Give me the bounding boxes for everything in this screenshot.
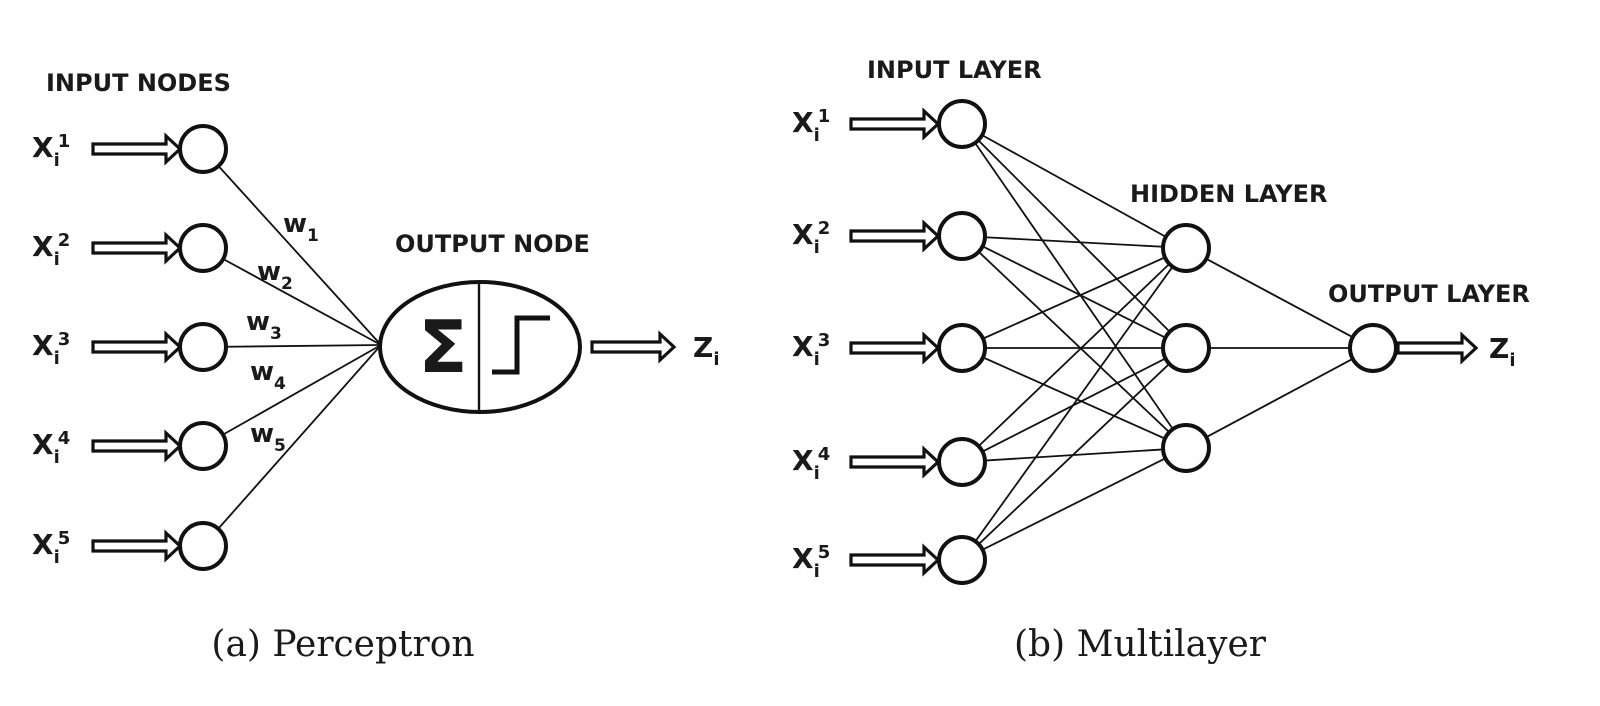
summation-icon: Σ bbox=[418, 305, 467, 389]
perceptron-input-node bbox=[178, 322, 228, 372]
arrow-right-icon bbox=[91, 132, 183, 166]
perceptron-input-label: Xi5 bbox=[32, 528, 70, 568]
input-layer-title: INPUT LAYER bbox=[867, 56, 1042, 84]
perceptron-input-label: Xi3 bbox=[32, 329, 70, 369]
perceptron-input-label: Xi2 bbox=[32, 230, 70, 270]
arrow-right-icon bbox=[849, 445, 941, 479]
multilayer-input-label: Xi5 bbox=[792, 542, 830, 582]
multilayer-diagram: INPUT LAYER HIDDEN LAYER OUTPUT LAYER Xi… bbox=[792, 56, 1530, 665]
arrow-right-icon bbox=[590, 330, 677, 364]
input-layer-node bbox=[937, 323, 987, 373]
multilayer-edges bbox=[974, 134, 1354, 551]
connection-edge bbox=[978, 263, 1170, 447]
connection-edge bbox=[978, 251, 1170, 433]
perceptron-weight-edges bbox=[217, 165, 382, 530]
connection-edge bbox=[978, 363, 1170, 545]
output-node: Σ bbox=[378, 280, 582, 414]
perceptron-input-node bbox=[178, 124, 228, 174]
perceptron-output-label: Zi bbox=[693, 331, 719, 370]
hidden-layer-node bbox=[1161, 323, 1211, 373]
arrow-right-icon bbox=[849, 331, 941, 365]
hidden-layer-title: HIDDEN LAYER bbox=[1130, 180, 1328, 208]
hidden-layer-node bbox=[1161, 423, 1211, 473]
connection-edge bbox=[1205, 358, 1354, 438]
perceptron-input-node bbox=[178, 421, 228, 471]
hidden-layer-node bbox=[1161, 223, 1211, 273]
multilayer-output-arrow-icon bbox=[1396, 331, 1479, 365]
connection-edge bbox=[974, 142, 1174, 430]
connection-edge bbox=[977, 139, 1171, 333]
input-layer-node bbox=[937, 437, 987, 487]
input-layer-node bbox=[937, 99, 987, 149]
multilayer-input-label: Xi4 bbox=[792, 444, 830, 484]
connection-edge bbox=[974, 266, 1174, 542]
connection-edge bbox=[982, 457, 1166, 551]
output-node-title: OUTPUT NODE bbox=[395, 230, 590, 258]
multilayer-input-label: Xi2 bbox=[792, 218, 830, 258]
input-layer-node bbox=[937, 211, 987, 261]
multilayer-caption: (b) Multilayer bbox=[1014, 624, 1267, 665]
arrow-right-icon bbox=[849, 107, 941, 141]
perceptron-caption: (a) Perceptron bbox=[211, 624, 474, 665]
perceptron-input-node bbox=[178, 223, 228, 273]
arrow-right-icon bbox=[91, 330, 183, 364]
output-layer-node bbox=[1348, 323, 1398, 373]
output-layer-title: OUTPUT LAYER bbox=[1328, 280, 1530, 308]
weight-edge bbox=[217, 165, 382, 346]
weight-edge bbox=[217, 344, 382, 530]
connection-edge bbox=[982, 245, 1166, 339]
arrow-right-icon bbox=[91, 529, 183, 563]
weight-label: w1 bbox=[283, 209, 319, 246]
multilayer-input-label: Xi1 bbox=[792, 106, 830, 146]
multilayer-input-label: Xi3 bbox=[792, 330, 830, 370]
step-function-icon bbox=[492, 315, 550, 375]
weight-label: w3 bbox=[246, 307, 282, 344]
perceptron-input-label: Xi1 bbox=[32, 131, 70, 171]
weight-label: w5 bbox=[250, 419, 286, 456]
arrow-right-icon bbox=[849, 219, 941, 253]
input-layer-node bbox=[937, 535, 987, 585]
connection-edge bbox=[982, 356, 1166, 440]
perceptron-weight-labels: w1 w2 w3 w4 w5 bbox=[246, 209, 319, 456]
arrow-right-icon bbox=[91, 231, 183, 265]
connection-edge bbox=[982, 256, 1166, 340]
connection-edge bbox=[984, 236, 1164, 248]
weight-edge bbox=[225, 344, 382, 348]
input-nodes-title: INPUT NODES bbox=[46, 69, 231, 97]
weight-label: w2 bbox=[257, 257, 293, 294]
multilayer-output-label: Zi bbox=[1489, 332, 1515, 371]
connection-edge bbox=[981, 134, 1167, 238]
perceptron-input-label: Xi4 bbox=[32, 428, 70, 468]
arrow-right-icon bbox=[91, 429, 183, 463]
weight-edge bbox=[222, 344, 382, 436]
perceptron-input-node bbox=[178, 521, 228, 571]
connection-edge bbox=[1205, 258, 1354, 338]
perceptron-diagram: INPUT NODES OUTPUT NODE Xi1Xi2Xi3Xi4Xi5 … bbox=[32, 69, 719, 665]
perceptron-output-arrow bbox=[590, 330, 677, 364]
arrow-right-icon bbox=[849, 543, 941, 577]
weight-label: w4 bbox=[250, 357, 286, 394]
weight-edge bbox=[222, 258, 382, 346]
